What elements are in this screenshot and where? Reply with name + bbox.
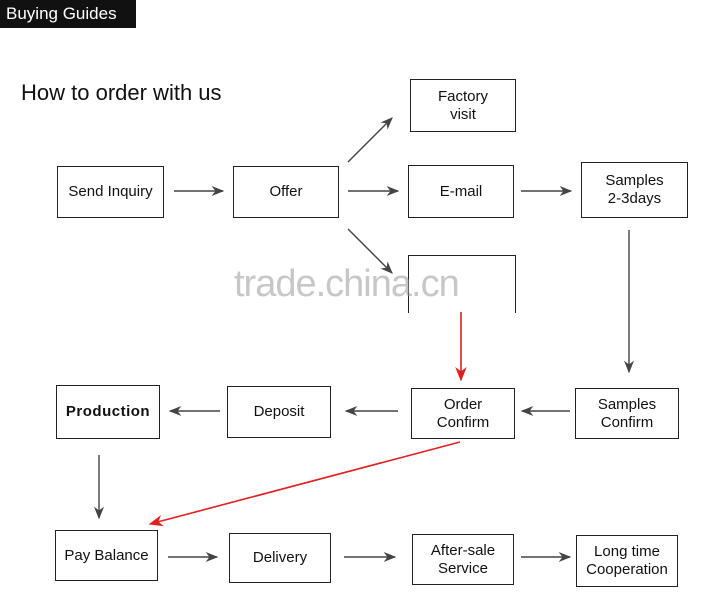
node-deposit: Deposit [227, 386, 331, 438]
red-arrow-to-paybalance [148, 441, 461, 527]
node-after-sale: After-sale Service [412, 534, 514, 585]
node-order-confirm: Order Confirm [411, 388, 515, 439]
node-samples-days: Samples 2-3days [581, 162, 688, 218]
watermark: trade.china.cn [234, 263, 460, 305]
node-email: E-mail [408, 165, 514, 218]
node-pay-balance: Pay Balance [55, 530, 158, 581]
node-obscured [408, 255, 516, 313]
node-delivery: Delivery [229, 533, 331, 583]
node-offer: Offer [233, 166, 339, 218]
arrow-offer-factory [347, 117, 393, 163]
page-title: How to order with us [21, 80, 222, 105]
arrow-offer-samples-direct [347, 228, 393, 274]
node-send-inquiry: Send Inquiry [57, 166, 164, 218]
node-factory-visit: Factory visit [410, 79, 516, 132]
node-samples-confirm: Samples Confirm [575, 388, 679, 439]
node-long-time-cooperation: Long time Cooperation [576, 535, 678, 587]
buying-guides-tab[interactable]: Buying Guides [0, 0, 136, 28]
node-production: Production [56, 385, 160, 439]
